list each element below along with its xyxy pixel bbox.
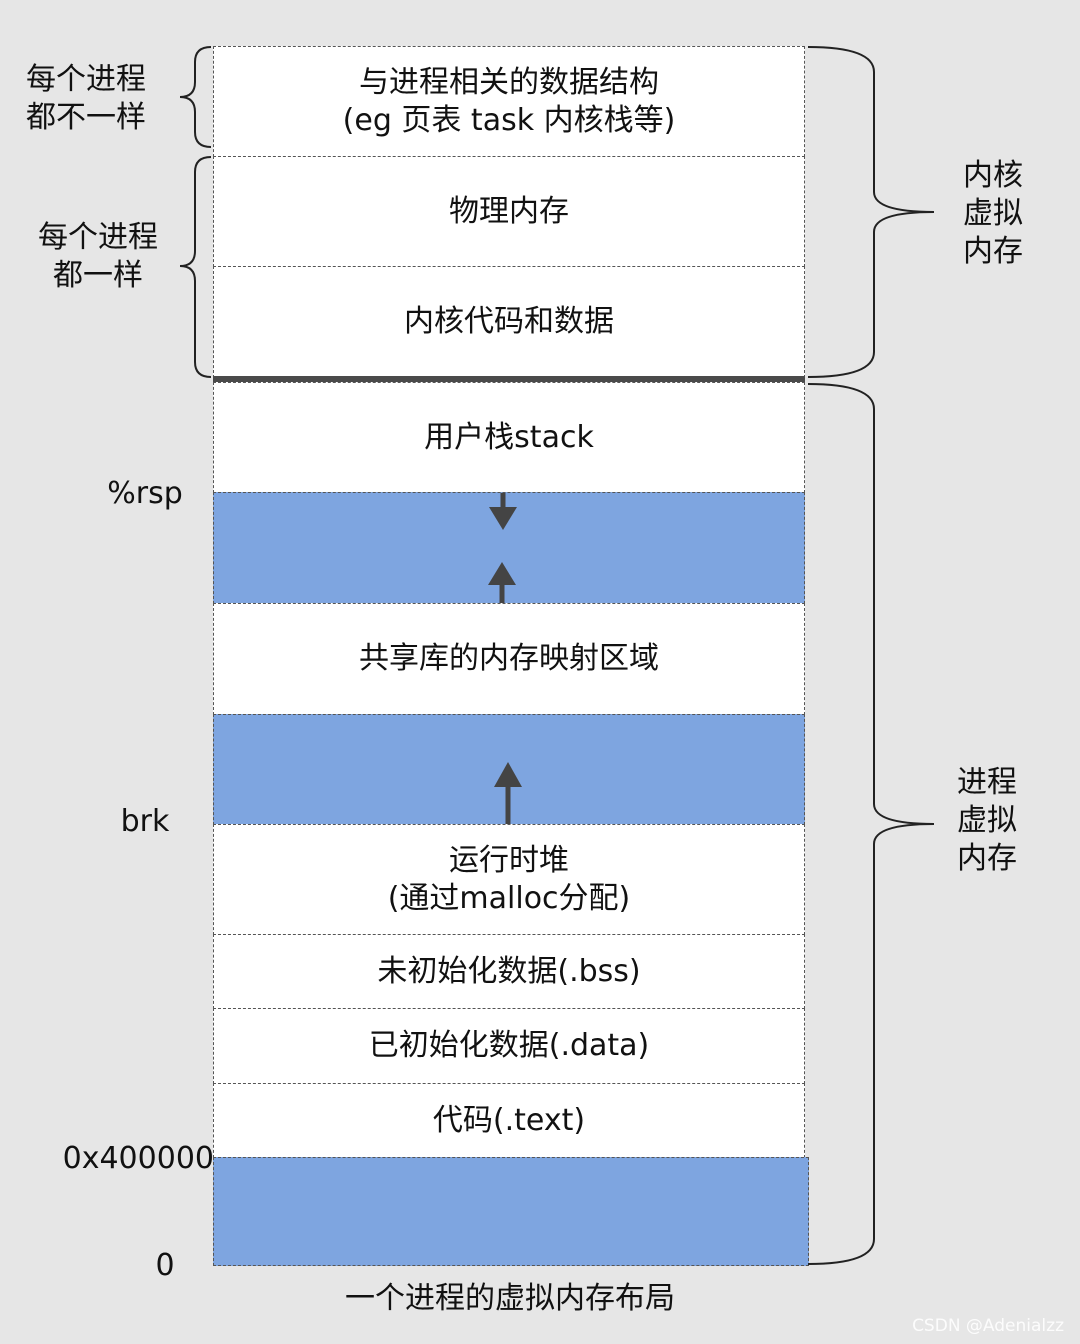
left-brace-same [179, 156, 212, 378]
text-label: 代码(.text) [432, 1102, 586, 1138]
kernel-vm-line2: 虚拟 [963, 196, 1023, 231]
right-brace-process [807, 383, 935, 1265]
same-line1: 每个进程 [38, 220, 158, 255]
addr-400000-label: 0x400000 [62, 1141, 214, 1176]
bss-label: 未初始化数据(.bss) [377, 953, 641, 989]
differs-line2: 都不一样 [26, 100, 146, 135]
right-brace-kernel [807, 46, 935, 378]
reserved-low-region [213, 1157, 809, 1266]
kernel-vm-line1: 内核 [963, 158, 1023, 193]
process-vm-line2: 虚拟 [957, 803, 1017, 838]
watermark: CSDN @Adenialzz [912, 1316, 1064, 1336]
shared-libs-label: 共享库的内存映射区域 [359, 641, 659, 676]
rsp-label: %rsp [107, 476, 183, 511]
kernel-task-struct-line2: (eg 页表 task 内核栈等) [342, 102, 676, 138]
brk-label: brk [120, 804, 170, 839]
heap-label-line2: (通过malloc分配) [387, 880, 631, 916]
kernel-task-struct-line1: 与进程相关的数据结构 [359, 64, 659, 100]
same-line2: 都一样 [53, 258, 143, 293]
same-per-process-label: 每个进程 都一样 [26, 219, 170, 295]
data-label: 已初始化数据(.data) [368, 1028, 650, 1063]
kernel-vm-line3: 内存 [963, 234, 1023, 269]
physical-memory-block: 物理内存 [213, 156, 805, 267]
heap-block: 运行时堆 (通过malloc分配) [213, 824, 805, 935]
differs-line1: 每个进程 [26, 62, 146, 97]
left-brace-differs [179, 46, 212, 148]
user-stack-label: 用户栈stack [424, 419, 594, 455]
process-vm-line3: 内存 [957, 841, 1017, 876]
bss-block: 未初始化数据(.bss) [213, 934, 805, 1009]
text-block: 代码(.text) [213, 1083, 805, 1158]
stack-up-arrow-head [488, 562, 516, 585]
stack-down-arrow-head [489, 507, 517, 530]
process-virtual-memory-label: 进程 虚拟 内存 [942, 764, 1032, 878]
heap-label-line1: 运行时堆 [449, 842, 569, 878]
kernel-user-boundary [213, 376, 805, 382]
physical-memory-label: 物理内存 [449, 193, 569, 229]
kernel-task-struct-block: 与进程相关的数据结构 (eg 页表 task 内核栈等) [213, 46, 805, 157]
process-vm-line1: 进程 [957, 765, 1017, 800]
user-stack-block: 用户栈stack [213, 382, 805, 493]
heap-up-arrow-head [494, 762, 522, 787]
kernel-code-data-label: 内核代码和数据 [404, 304, 614, 339]
addr-zero-label: 0 [155, 1248, 175, 1283]
differs-per-process-label: 每个进程 都不一样 [14, 61, 158, 137]
kernel-code-data-block: 内核代码和数据 [213, 266, 805, 378]
kernel-virtual-memory-label: 内核 虚拟 内存 [948, 157, 1038, 271]
diagram-caption: 一个进程的虚拟内存布局 [345, 1281, 675, 1316]
